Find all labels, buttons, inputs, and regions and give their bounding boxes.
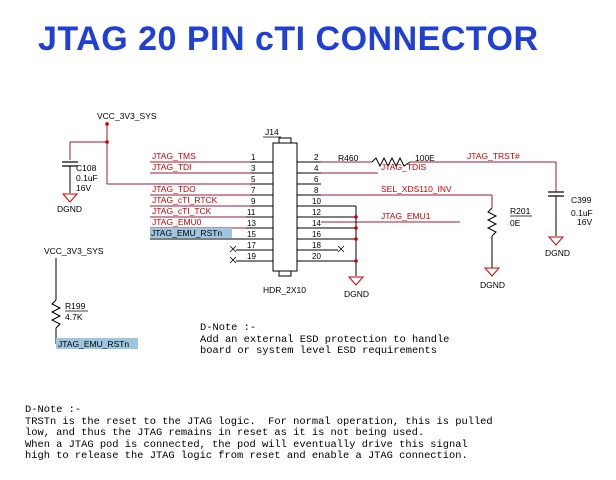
pin-number: 3 [251,164,256,173]
connector-ref: J14 [265,127,279,137]
c108-voltage: 16V [76,183,91,193]
trst-note: D-Note :- TRSTn is the reset to the JTAG… [25,404,493,463]
r199-resistor [50,299,62,329]
r460-value: 100E [415,153,435,163]
pin-number: 18 [312,241,321,250]
pin-number: 8 [314,186,319,195]
ground-label: DGND [545,248,570,258]
net-label-emu-rst: JTAG_EMU_RSTn [58,339,129,349]
pin-number: 10 [312,197,321,206]
r199-value: 4.7K [65,312,83,322]
r460-ref: R460 [338,153,359,163]
pin-number: 16 [312,230,321,239]
c108-ref: C108 [76,163,97,173]
pin-number: 17 [247,241,256,250]
esd-note: D-Note :- Add an external ESD protection… [200,322,450,358]
signal-tdo: JTAG_TDO [152,184,196,194]
pin-number: 1 [251,153,256,162]
c399-value: 0.1uF [571,208,593,218]
junction-dot [105,140,109,144]
pin-number: 13 [247,219,256,228]
pin-number: 15 [247,230,256,239]
r201-ref: R201 [510,206,531,216]
pin-number: 9 [251,197,256,206]
ground-bus-junctions [354,215,358,263]
ground-symbol [347,276,365,286]
pin-number: 11 [247,208,256,217]
junction-dot [105,122,109,126]
signal-tdis: JTAG_TDIS [381,162,427,172]
signal-emu1: JTAG_EMU1 [381,211,431,221]
signal-emu0: JTAG_EMU0 [152,217,202,227]
ground-bus [321,205,357,276]
pin-number: 5 [251,175,256,184]
pin-number: 2 [314,153,319,162]
ground-symbol [61,193,79,203]
pin-number: 7 [251,186,256,195]
right-pin-numbers: 2 4 6 8 10 12 14 16 18 20 [312,153,321,261]
ground-symbol [483,267,501,277]
pin-number: 6 [314,175,319,184]
net-label-highlight [150,228,232,238]
connector-body [272,142,298,272]
c108-value: 0.1uF [76,173,98,183]
net-label-highlight [56,338,138,349]
right-signal-wires [321,161,556,223]
vcc-left-label: VCC_3V3_SYS [44,246,104,256]
connector-part: HDR_2X10 [263,285,306,295]
vcc-top-label: VCC_3V3_SYS [97,111,157,121]
ground-label: DGND [480,280,505,290]
pin-number: 4 [314,164,319,173]
signal-emu-rst: JTAG_EMU_RSTn [151,228,222,238]
signal-tms: JTAG_TMS [152,151,196,161]
signal-tdi: JTAG_TDI [152,162,192,172]
ground-symbol [547,236,565,246]
pin-number: 14 [312,219,321,228]
r201-value: 0E [510,218,521,228]
signal-sel: SEL_XDS110_INV [381,184,452,194]
pin-number: 12 [312,208,321,217]
ground-label: DGND [57,204,82,214]
ground-label: DGND [344,289,369,299]
r199-ref: R199 [65,301,86,311]
pin-number: 19 [247,252,256,261]
signal-tck: JTAG_cTI_TCK [152,206,212,216]
r201-resistor [486,207,498,237]
signal-rtck: JTAG_cTI_RTCK [152,195,218,205]
connector-bottom-tab [278,270,292,277]
left-pin-numbers: 1 3 5 7 9 11 13 15 17 19 [247,153,256,261]
signal-trst: JTAG_TRST# [467,151,520,161]
no-connect-marks [229,245,345,264]
connector-top-tab [278,137,292,144]
c399-voltage: 16V [577,217,592,227]
r460-resistor [371,156,411,168]
c399-ref: C399 [571,195,592,205]
page-title: JTAG 20 PIN cTI CONNECTOR [38,20,539,58]
pin-number: 20 [312,252,321,261]
